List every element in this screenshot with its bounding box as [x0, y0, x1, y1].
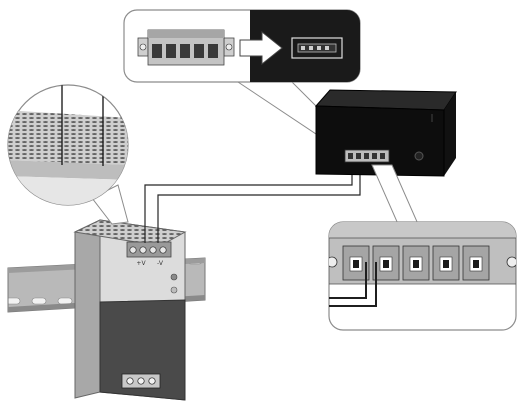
psu-output-terminal-block: +V -V: [126, 241, 172, 267]
psu-lower-panel: [99, 299, 186, 401]
psu-terminal-label-positive: +V: [136, 260, 146, 267]
terminal-slots: [342, 245, 490, 281]
psu-led-icon: [170, 273, 178, 281]
din-rail-power-supply: +V -V: [73, 219, 187, 401]
terminal-plug: [137, 29, 235, 66]
right-arrow-icon: [239, 30, 283, 66]
device-power-socket: [291, 37, 343, 59]
connector-callout-bottom: [328, 164, 517, 331]
switch-device: [314, 89, 457, 177]
psu-adjust-knob-icon: [170, 286, 178, 294]
ground-screw-icon: [414, 151, 424, 161]
psu-zoom-callout: [7, 84, 129, 225]
psu-terminal-label-negative: -V: [157, 260, 164, 267]
connector-callout-top: [123, 9, 361, 151]
callout-wires: [329, 262, 377, 307]
psu-input-terminal-block: [121, 373, 161, 389]
